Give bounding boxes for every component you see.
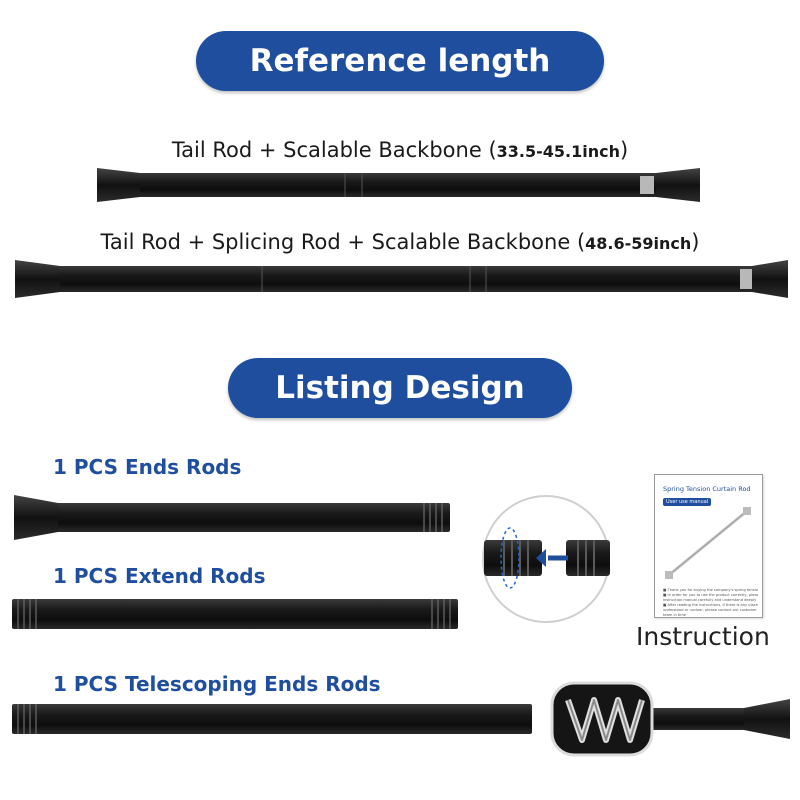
reference-rod-1-size: 33.5-45.1inch — [496, 142, 620, 161]
reference-rod-2-size: 48.6-59inch — [585, 234, 692, 253]
manual-title: Spring Tension Curtain Rod — [663, 485, 751, 493]
listing-item-extend-rods-label: 1 PCS Extend Rods — [53, 564, 266, 588]
manual-text: ■ Thank you for buying the company's spr… — [663, 588, 758, 617]
extend-rod-illustration — [12, 599, 458, 629]
listing-design-header: Listing Design — [228, 358, 572, 418]
reference-rod-1 — [97, 168, 700, 202]
reference-rod-2 — [15, 260, 788, 298]
instruction-manual: Spring Tension Curtain Rod User use manu… — [654, 474, 763, 618]
listing-design-title: Listing Design — [275, 370, 525, 406]
reference-rod-1-caption: Tail Rod + Scalable Backbone (33.5-45.1i… — [171, 138, 629, 162]
listing-item-telescoping-rods-label: 1 PCS Telescoping Ends Rods — [53, 672, 381, 696]
manual-subtitle: User use manual — [663, 498, 712, 506]
reference-rod-2-caption: Tail Rod + Splicing Rod + Scalable Backb… — [100, 230, 700, 254]
reference-length-header: Reference length — [196, 31, 604, 91]
ends-rod-illustration — [14, 495, 450, 540]
listing-item-ends-rods-label: 1 PCS Ends Rods — [53, 455, 242, 479]
manual-rod-diagram — [665, 507, 751, 579]
telescoping-rod-illustration — [12, 681, 790, 757]
instruction-caption: Instruction — [636, 622, 770, 651]
spring-detail — [550, 681, 654, 757]
splice-detail-circle — [482, 495, 610, 623]
reference-length-title: Reference length — [249, 43, 551, 79]
